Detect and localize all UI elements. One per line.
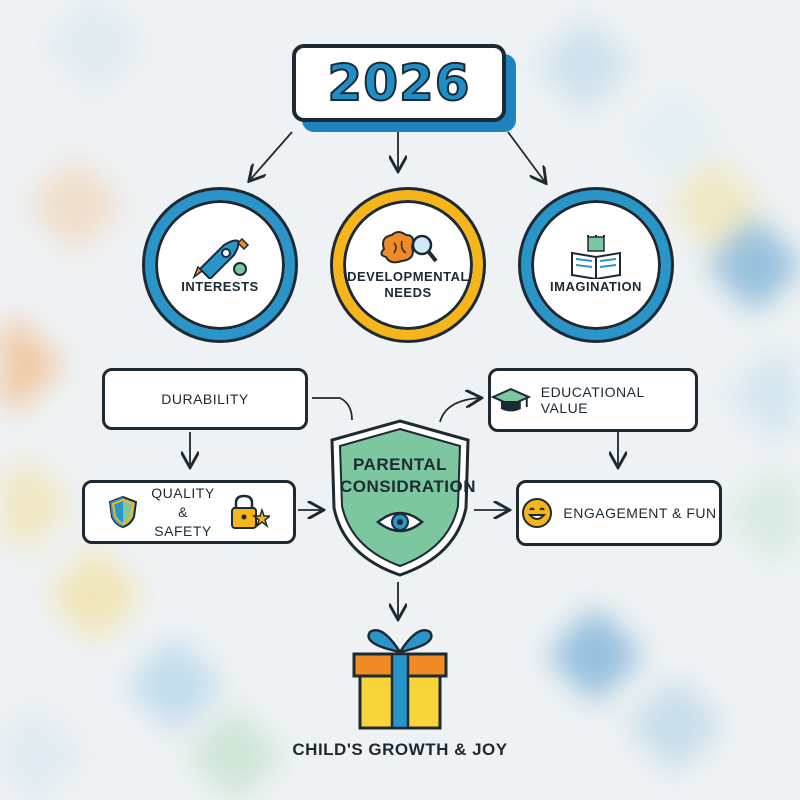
outcome-label: CHILD'S GROWTH & JOY xyxy=(292,740,508,759)
graduation-cap-icon xyxy=(491,387,531,412)
quality-safety-box: QUALITY & SAFETY xyxy=(82,480,296,544)
smiley-icon xyxy=(522,498,553,528)
factor-interests: INTERESTS xyxy=(145,190,295,340)
rocket-gear-icon xyxy=(192,237,250,279)
engagement-fun-box: ENGAGEMENT & FUN xyxy=(516,480,722,546)
factor-label: DEVELOPMENTAL NEEDS xyxy=(347,269,469,300)
year-title: 2026 xyxy=(326,53,471,113)
gift-box-icon xyxy=(352,629,448,730)
factor-label: IMAGINATION xyxy=(550,279,642,294)
shield-shape xyxy=(330,419,470,577)
shield-icon xyxy=(108,495,138,529)
engagement-fun-label: ENGAGEMENT & FUN xyxy=(563,505,717,521)
center-label: PARENTAL CONSIDRATION xyxy=(340,455,477,496)
factor-label: INTERESTS xyxy=(181,279,259,294)
parental-consideration-shield: PARENTAL CONSIDRATION xyxy=(328,418,477,578)
padlock-star-icon xyxy=(231,494,270,529)
quality-safety-label: QUALITY & SAFETY xyxy=(151,484,215,539)
educational-value-label: EDUCATIONAL VALUE xyxy=(540,384,645,416)
brain-magnifier-icon xyxy=(380,231,438,264)
title-badge: 2026 xyxy=(292,44,506,122)
eye-icon xyxy=(376,511,424,533)
durability-label: DURABILITY xyxy=(161,391,249,407)
educational-value-box: EDUCATIONAL VALUE xyxy=(488,368,698,432)
storybook-castle-icon xyxy=(571,235,621,279)
factor-imagination: IMAGINATION xyxy=(521,190,671,340)
factor-developmental-needs: DEVELOPMENTAL NEEDS xyxy=(333,190,483,340)
durability-box: DURABILITY xyxy=(102,368,308,430)
